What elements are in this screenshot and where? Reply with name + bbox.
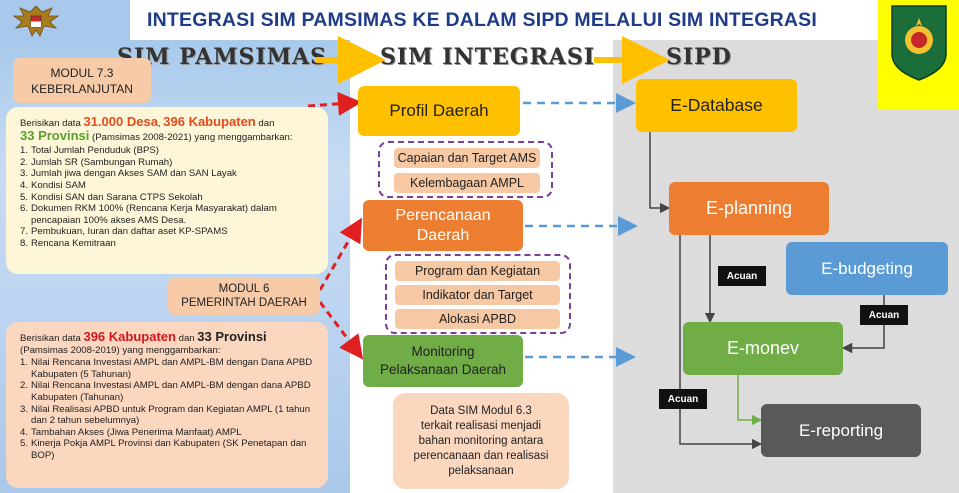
perencanaan-line1: Perencanaan [395, 206, 491, 224]
info-card-2-intro: Berisikan data 396 Kabupaten dan 33 Prov… [20, 329, 324, 356]
list-item: 1.Nilai Rencana Investasi AMPL dan AMPL-… [20, 357, 313, 380]
flow-emonev-to-ereporting [737, 375, 763, 426]
garuda-emblem-icon [12, 5, 60, 37]
sub-item-indikator: Indikator dan Target [395, 285, 560, 305]
list-item: 7.Pembukuan, Iuran dan daftar aset KP-SP… [20, 226, 228, 238]
list-item: 3.Nilai Realisasi APBD untuk Program dan… [20, 403, 311, 427]
info-card-2-list: 1.Nilai Rencana Investasi AMPL dan AMPL-… [20, 357, 324, 461]
note-line: bahan monitoring antara [418, 434, 544, 447]
acuan-label-budgeting: Acuan [860, 305, 908, 325]
list-item: 2.Nilai Rencana Investasi AMPL dan AMPL-… [20, 380, 311, 403]
title-band [0, 0, 959, 40]
info2-kabupaten: 396 Kabupaten [83, 329, 176, 344]
list-item: 8.Rencana Kemitraan [20, 237, 116, 249]
monitoring-line1: Monitoring [411, 344, 475, 359]
info-card-2-text: Berisikan data 396 Kabupaten dan 33 Prov… [20, 329, 324, 462]
info2-intro-b: dan [175, 333, 198, 344]
info-card-1-list: 1.Total Jumlah Penduduk (BPS) 2.Jumlah S… [20, 145, 320, 249]
e-budgeting-box: E-budgeting [786, 242, 948, 295]
info1-intro-b: dan [255, 118, 275, 129]
monitoring-pelaksanaan-box: Monitoring Pelaksanaan Daerah [363, 335, 523, 387]
modul-7-3-line2: KEBERLANJUTAN [31, 81, 133, 96]
info-card-keberlanjutan: Berisikan data 31.000 Desa, 396 Kabupate… [6, 107, 328, 274]
list-item: 3.Jumlah jiwa dengan Akses SAM dan SAN L… [20, 168, 237, 180]
e-database-box: E-Database [636, 79, 797, 132]
acuan-label-planning: Acuan [718, 266, 766, 286]
info-card-1-intro: Berisikan data 31.000 Desa, 396 Kabupate… [20, 114, 320, 143]
ministry-emblem-icon [891, 5, 947, 81]
header-sim-integrasi: SIM INTEGRASI [380, 44, 596, 70]
info-card-pemerintah-daerah: Berisikan data 396 Kabupaten dan 33 Prov… [6, 322, 328, 488]
e-monev-box: E-monev [683, 322, 843, 375]
info1-intro-c: (Pamsimas 2008-2021) yang menggambarkan: [89, 131, 293, 143]
acuan-label-reporting: Acuan [659, 389, 707, 409]
sub-item-kelembagaan: Kelembagaan AMPL [394, 173, 540, 193]
info2-provinsi: 33 Provinsi [197, 329, 267, 344]
note-line: terkait realisasi menjadi [420, 419, 542, 432]
info2-intro-c: (Pamsimas 2008-2019) yang menggambarkan: [20, 344, 221, 356]
modul-6-line1: MODUL 6 [218, 283, 270, 295]
header-sipd: SIPD [666, 44, 732, 70]
flow-edatabase-to-eplanning [649, 132, 671, 214]
red-arrow-to-monitoring [318, 301, 364, 360]
header-sim-pamsimas: SIM PAMSIMAS [117, 44, 328, 70]
list-item: 6.Dokumen RKM 100% (Rencana Kerja Masyar… [20, 203, 277, 226]
flow-eplanning-to-ereporting [679, 235, 763, 450]
red-arrow-to-profil [307, 91, 362, 116]
modul-7-3-label: MODUL 7.3 KEBERLANJUTAN [13, 58, 151, 103]
modul-7-3-line1: MODUL 7.3 [50, 65, 114, 80]
profil-subitems-group: Capaian dan Target AMS Kelembagaan AMPL [378, 141, 553, 198]
info1-provinsi: 33 Provinsi [20, 127, 90, 143]
sub-item-alokasi: Alokasi APBD [395, 309, 560, 329]
list-item: 1.Total Jumlah Penduduk (BPS) [20, 145, 159, 157]
perencanaan-daerah-box: Perencanaan Daerah [363, 200, 523, 251]
info1-kabupaten: 396 Kabupaten [163, 114, 256, 129]
profil-daerah-box: Profil Daerah [358, 86, 520, 136]
perencanaan-line2: Daerah [416, 226, 470, 244]
info-card-1-text: Berisikan data 31.000 Desa, 396 Kabupate… [20, 114, 320, 250]
list-item: 5.Kondisi SAN dan Sarana CTPS Sekolah [20, 191, 203, 203]
note-modul-6-3: Data SIM Modul 6.3 terkait realisasi men… [393, 393, 569, 489]
note-line: perencanaan dan realisasi [413, 449, 549, 462]
info2-intro-a: Berisikan data [20, 333, 84, 344]
modul-6-label: MODUL 6 PEMERINTAH DAERAH [168, 277, 320, 315]
list-item: 5.Kinerja Pokja AMPL Provinsi dan Kabupa… [20, 438, 307, 461]
sub-item-program: Program dan Kegiatan [395, 261, 560, 281]
slide-title: INTEGRASI SIM PAMSIMAS KE DALAM SIPD MEL… [147, 9, 817, 31]
list-item: 4.Kondisi SAM [20, 179, 86, 191]
e-planning-box: E-planning [669, 182, 829, 235]
sub-item-capaian: Capaian dan Target AMS [394, 148, 540, 168]
perencanaan-subitems-group: Program dan Kegiatan Indikator dan Targe… [385, 254, 571, 334]
list-item: 4.Tambahan Akses (Jiwa Penerima Manfaat)… [20, 426, 242, 438]
e-reporting-box: E-reporting [761, 404, 921, 457]
list-item: 2.Jumlah SR (Sambungan Rumah) [20, 156, 173, 168]
modul-6-line2: PEMERINTAH DAERAH [181, 297, 307, 309]
info1-desa: 31.000 Desa [83, 114, 158, 129]
monitoring-line2: Pelaksanaan Daerah [379, 362, 507, 377]
info1-sep: , [157, 118, 164, 129]
note-line: Data SIM Modul 6.3 [430, 404, 532, 417]
info1-intro-a: Berisikan data [20, 118, 84, 129]
note-line: pelaksanaan [448, 464, 514, 477]
